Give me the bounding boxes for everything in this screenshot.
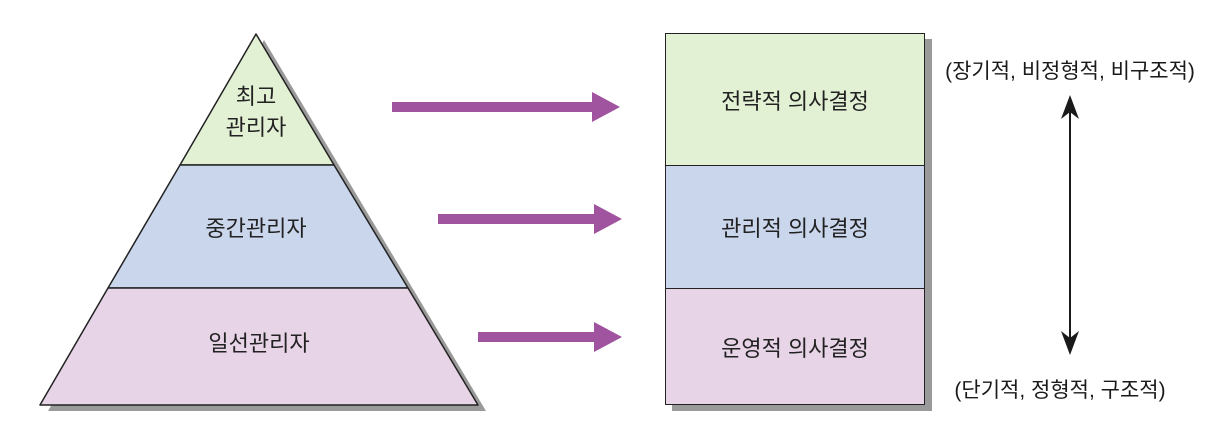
arrow-right-icon-bottom (478, 322, 622, 352)
arrow-up-icon (1061, 95, 1079, 119)
decision-section-managerial-label: 관리적 의사결정 (721, 216, 869, 241)
arrow-right-icon-top (392, 92, 620, 122)
decision-section-managerial: 관리적 의사결정 (666, 165, 924, 288)
decision-section-strategic-label: 전략적 의사결정 (721, 88, 869, 114)
pyramid-label-top-line1: 최고 (235, 84, 277, 109)
pyramid-label-bottom: 일선관리자 (208, 331, 310, 356)
arrow-right-icon-middle (438, 204, 622, 234)
pyramid-label-middle: 중간관리자 (205, 216, 307, 241)
annotation-long-term: (장기적, 비정형적, 비구조적) (945, 60, 1195, 83)
pyramid-level-bottom-shape (39, 287, 479, 406)
arrow-down-icon (1061, 331, 1079, 355)
pyramid-label-top: 최고 관리자 (176, 81, 336, 143)
decision-section-operational-label: 운영적 의사결정 (721, 335, 869, 361)
pyramid-label-top-line2: 관리자 (225, 115, 287, 140)
decision-section-strategic: 전략적 의사결정 (666, 34, 924, 165)
decision-section-operational: 운영적 의사결정 (666, 288, 924, 404)
annotation-short-term: (단기적, 정형적, 구조적) (954, 379, 1166, 402)
decision-types-box: 전략적 의사결정 관리적 의사결정 운영적 의사결정 (665, 33, 925, 405)
